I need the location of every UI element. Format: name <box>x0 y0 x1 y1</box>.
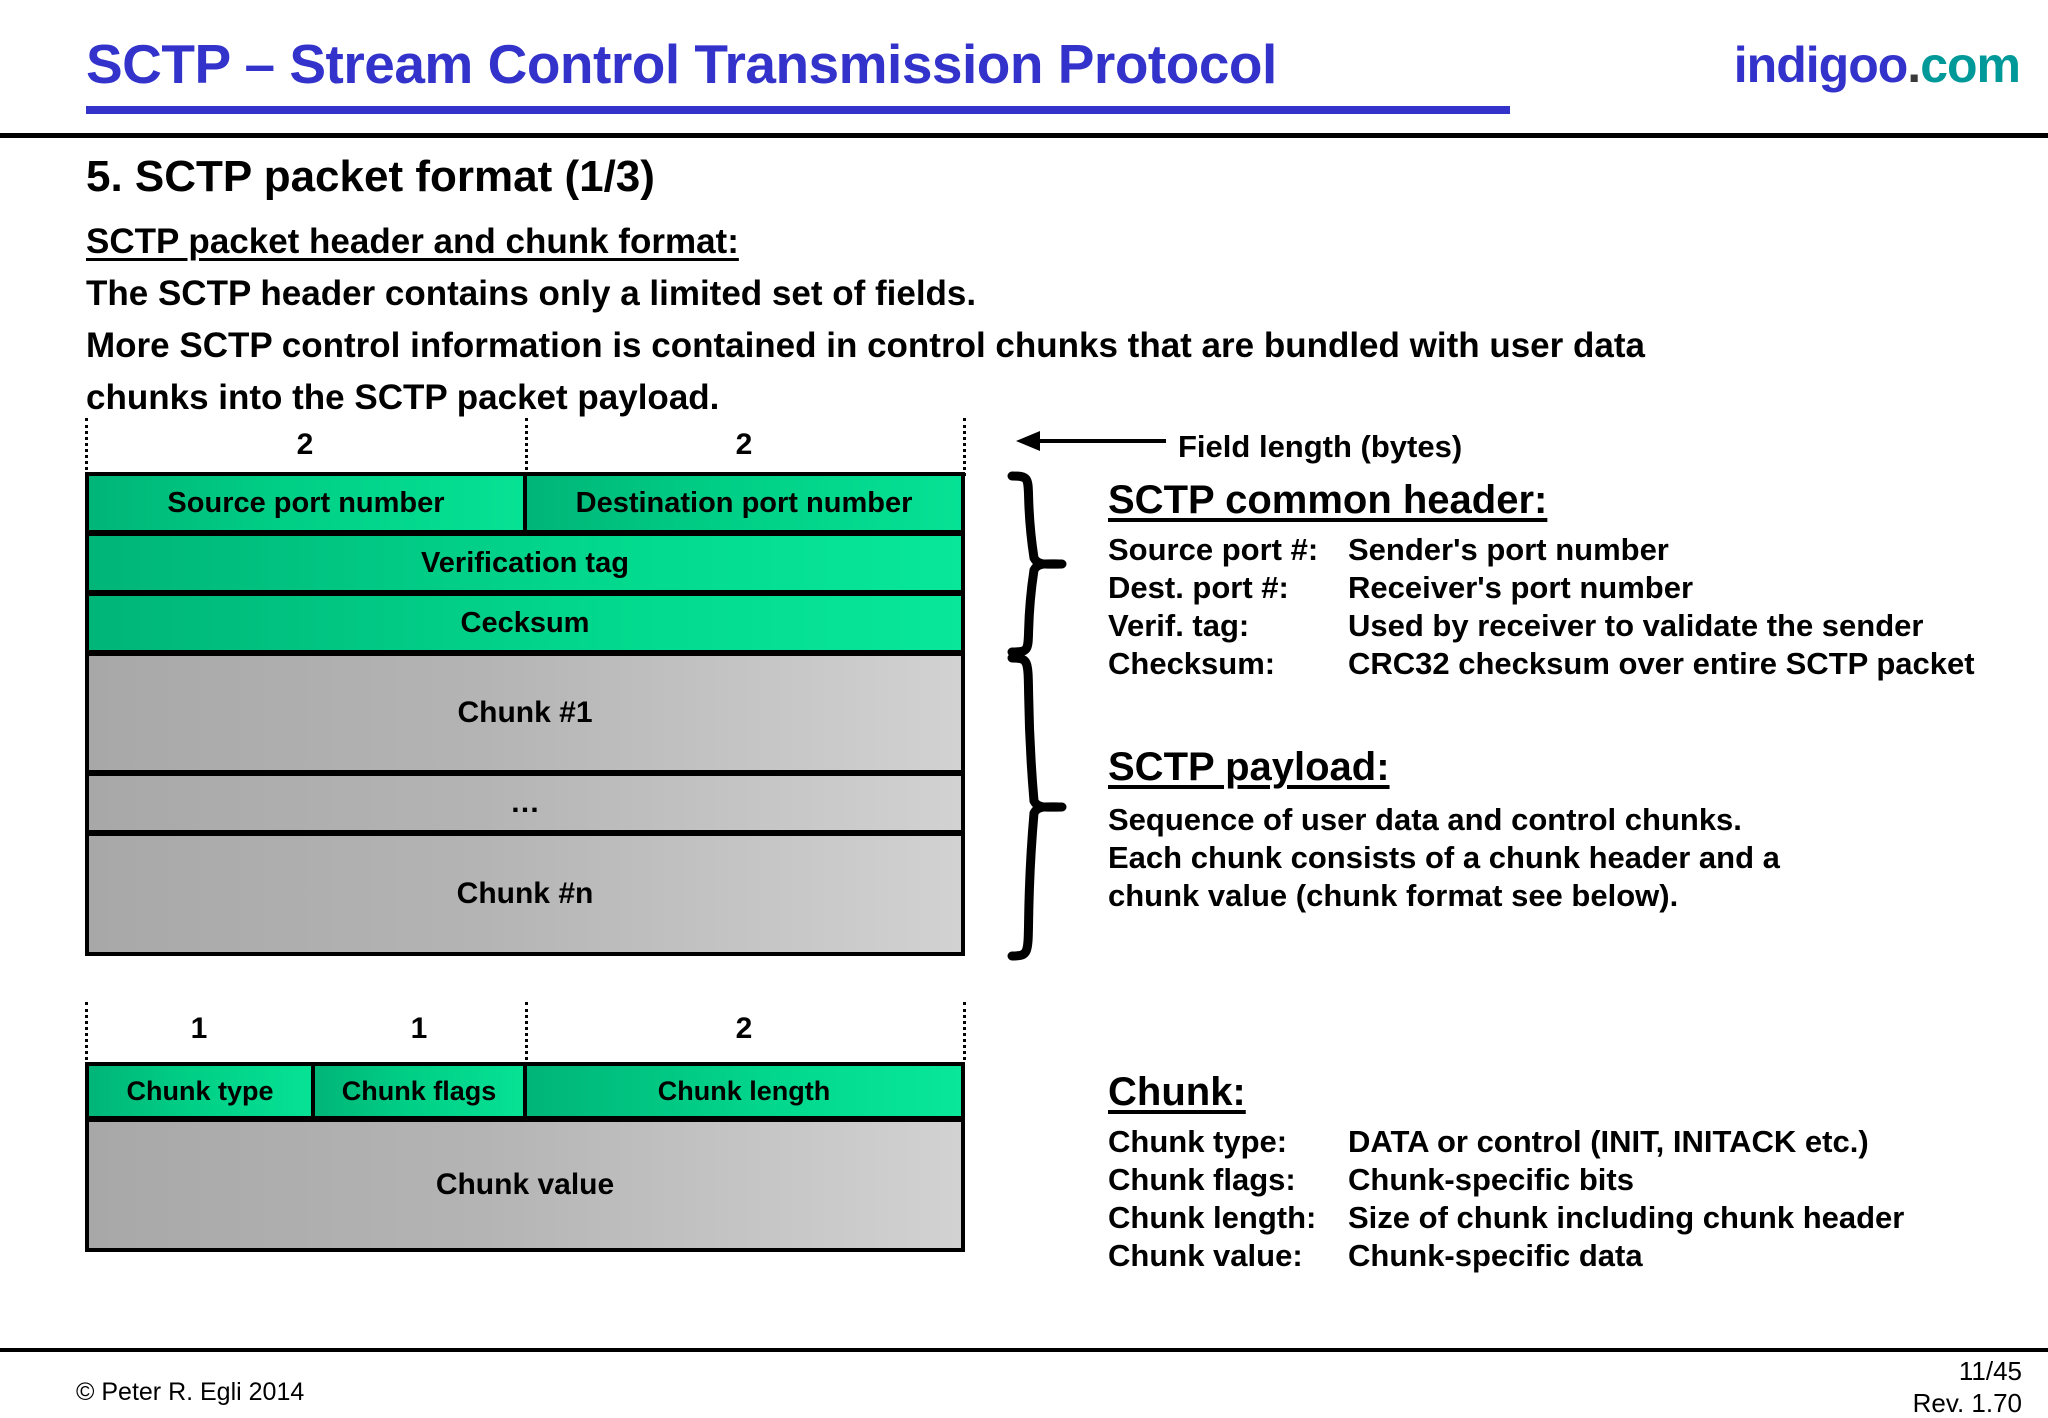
common-header-row: Dest. port #: Receiver's port number <box>1108 570 1693 606</box>
row-value: Receiver's port number <box>1348 570 1694 605</box>
row-value: CRC32 checksum over entire SCTP packet <box>1348 646 1975 681</box>
payload-line: chunk value (chunk format see below). <box>1108 878 1679 913</box>
row-key: Chunk value: <box>1108 1238 1303 1273</box>
packet-field-source-port: Source port number <box>85 472 527 534</box>
row-value: Sender's port number <box>1348 532 1669 567</box>
section-heading: 5. SCTP packet format (1/3) <box>86 152 655 201</box>
chunk-block-row: Chunk type: DATA or control (INIT, INITA… <box>1108 1124 1869 1160</box>
chunk-field-length: Chunk length <box>523 1062 965 1120</box>
common-header-row: Source port #: Sender's port number <box>1108 532 1669 568</box>
chunk-field-flags: Chunk flags <box>311 1062 527 1120</box>
chunk-field-label: Chunk length <box>657 1075 831 1106</box>
revision-label: Rev. 1.70 <box>1912 1388 2022 1418</box>
brand-logo: indigoo.com <box>1733 36 2021 94</box>
chunk-length-label-2: 1 <box>410 1012 428 1045</box>
row-key: Chunk flags: <box>1108 1162 1296 1197</box>
packet-field-label: Source port number <box>167 486 445 519</box>
payload-line: Each chunk consists of a chunk header an… <box>1108 840 1780 875</box>
chunk-block-row: Chunk value: Chunk-specific data <box>1108 1238 1643 1274</box>
tick-line-middle <box>525 418 528 476</box>
packet-field-verification-tag: Verification tag <box>85 532 965 594</box>
packet-field-label: Verification tag <box>421 546 629 579</box>
footer-divider <box>0 1348 2048 1352</box>
row-value: Chunk-specific data <box>1348 1238 1643 1273</box>
row-key: Verif. tag: <box>1108 608 1250 643</box>
packet-field-chunk-ellipsis: … <box>85 772 965 834</box>
tick-line-right <box>963 418 966 476</box>
row-key: Checksum: <box>1108 646 1276 681</box>
field-length-label-2: 2 <box>735 428 753 461</box>
chunk-field-label: Chunk type <box>126 1075 274 1106</box>
brand-dot: . <box>1907 37 1921 93</box>
brace-payload <box>1004 652 1070 962</box>
row-key: Dest. port #: <box>1108 570 1289 605</box>
row-value: DATA or control (INIT, INITACK etc.) <box>1348 1124 1869 1159</box>
chunk-block-row: Chunk flags: Chunk-specific bits <box>1108 1162 1634 1198</box>
packet-field-label: Destination port number <box>575 486 913 519</box>
payload-line: Sequence of user data and control chunks… <box>1108 802 1742 837</box>
copyright-text: © Peter R. Egli 2014 <box>76 1378 305 1406</box>
row-value: Chunk-specific bits <box>1348 1162 1634 1197</box>
chunk-block-row: Chunk length: Size of chunk including ch… <box>1108 1200 1904 1236</box>
field-length-arrow-icon <box>1016 428 1166 454</box>
chunk-tick-line-left <box>85 1002 88 1060</box>
row-value: Used by receiver to validate the sender <box>1348 608 1924 643</box>
header-divider <box>0 133 2048 138</box>
packet-field-label: … <box>510 786 540 819</box>
tick-line-left <box>85 418 88 476</box>
packet-field-label: Cecksum <box>460 606 590 639</box>
page-title: SCTP – Stream Control Transmission Proto… <box>86 33 1277 95</box>
chunk-tick-line-middle <box>525 1002 528 1060</box>
brand-name: indigoo <box>1733 37 1908 93</box>
packet-field-destination-port: Destination port number <box>523 472 965 534</box>
title-underline <box>86 106 1510 114</box>
chunk-length-label-3: 2 <box>735 1012 753 1045</box>
packet-field-label: Chunk #1 <box>457 696 593 729</box>
chunk-tick-line-right <box>963 1002 966 1060</box>
chunk-field-label: Chunk flags <box>341 1075 497 1106</box>
packet-field-label: Chunk #n <box>456 877 594 910</box>
field-length-label-1: 2 <box>296 428 314 461</box>
chunk-field-value: Chunk value <box>85 1118 965 1252</box>
row-key: Chunk length: <box>1108 1200 1317 1235</box>
packet-field-chunk-n: Chunk #n <box>85 832 965 956</box>
chunk-field-label: Chunk value <box>435 1168 615 1201</box>
payload-title: SCTP payload: <box>1108 745 1390 789</box>
common-header-title: SCTP common header: <box>1108 478 1548 522</box>
row-key: Chunk type: <box>1108 1124 1288 1159</box>
brace-common-header <box>1004 470 1070 658</box>
sub-heading: SCTP packet header and chunk format: <box>86 222 739 261</box>
body-text-line-1: The SCTP header contains only a limited … <box>86 274 977 313</box>
row-key: Source port #: <box>1108 532 1319 567</box>
chunk-block-title: Chunk: <box>1108 1070 1246 1114</box>
chunk-length-label-1: 1 <box>190 1012 208 1045</box>
row-value: Size of chunk including chunk header <box>1348 1200 1905 1235</box>
body-text-line-2: More SCTP control information is contain… <box>86 326 1645 365</box>
packet-field-checksum: Cecksum <box>85 592 965 654</box>
common-header-row: Checksum: CRC32 checksum over entire SCT… <box>1108 646 1975 682</box>
body-text-line-3: chunks into the SCTP packet payload. <box>86 378 720 417</box>
common-header-row: Verif. tag: Used by receiver to validate… <box>1108 608 1923 644</box>
packet-field-chunk-1: Chunk #1 <box>85 652 965 774</box>
brand-tld: com <box>1920 37 2021 93</box>
chunk-field-type: Chunk type <box>85 1062 315 1120</box>
page-number: 11/45 <box>1958 1356 2022 1386</box>
field-length-caption: Field length (bytes) <box>1178 429 1463 464</box>
